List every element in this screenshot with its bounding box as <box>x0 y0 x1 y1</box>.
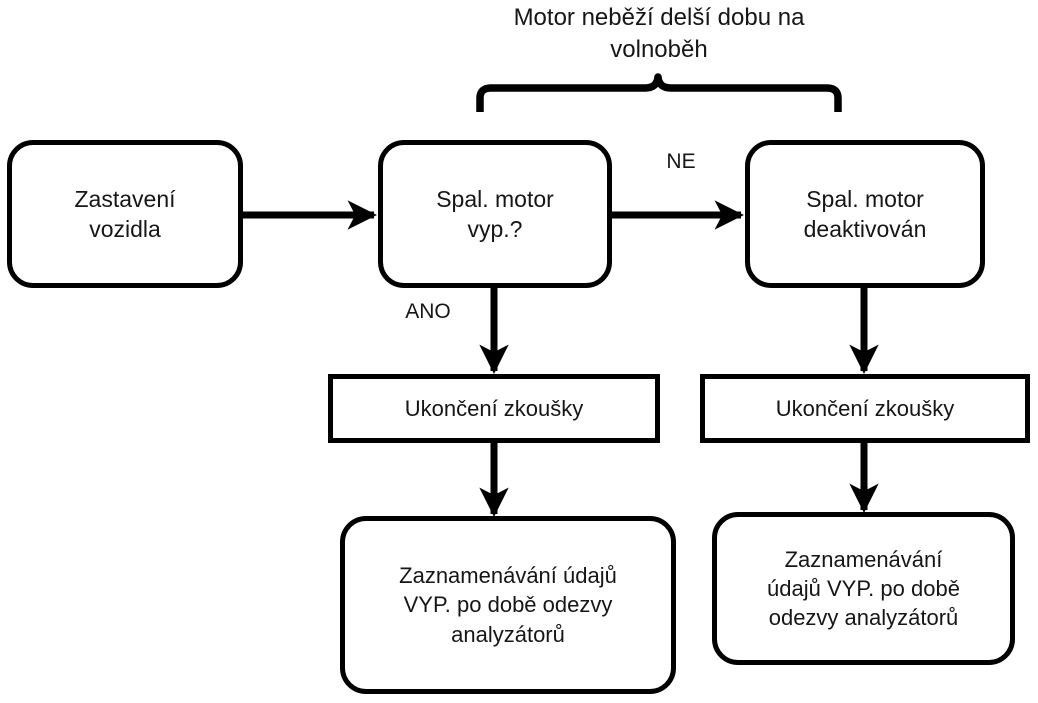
diagram-title: Motor neběží delší dobu na volnoběh <box>513 4 805 64</box>
node-ukonceni-zkousky-right[interactable]: Ukončení zkoušky <box>700 374 1030 443</box>
node-label: Ukončení zkoušky <box>775 395 955 421</box>
curly-brace-icon <box>476 73 842 112</box>
node-label: Spal. motor vyp.? <box>436 185 554 242</box>
node-ukonceni-zkousky-left[interactable]: Ukončení zkoušky <box>328 374 660 443</box>
node-label: Zaznamenávání údajů VYP. po době odezvy … <box>767 546 960 631</box>
node-zaznamenavani-udaju-right[interactable]: Zaznamenávání údajů VYP. po době odezvy … <box>712 512 1015 665</box>
node-zaznamenavani-udaju-left[interactable]: Zaznamenávání údajů VYP. po době odezvy … <box>340 516 676 694</box>
node-zastaveni-vozidla[interactable]: Zastavení vozidla <box>7 140 243 288</box>
edge-label-ne: NE <box>666 150 696 173</box>
node-label: Zastavení vozidla <box>74 185 176 242</box>
node-spal-motor-deaktivovan[interactable]: Spal. motor deaktivován <box>745 140 985 288</box>
edge-label-ano: ANO <box>405 300 451 323</box>
node-label: Zaznamenávání údajů VYP. po době odezvy … <box>399 563 617 647</box>
node-spal-motor-vyp[interactable]: Spal. motor vyp.? <box>378 140 612 288</box>
node-label: Ukončení zkoušky <box>404 395 584 421</box>
node-label: Spal. motor deaktivován <box>803 185 927 242</box>
